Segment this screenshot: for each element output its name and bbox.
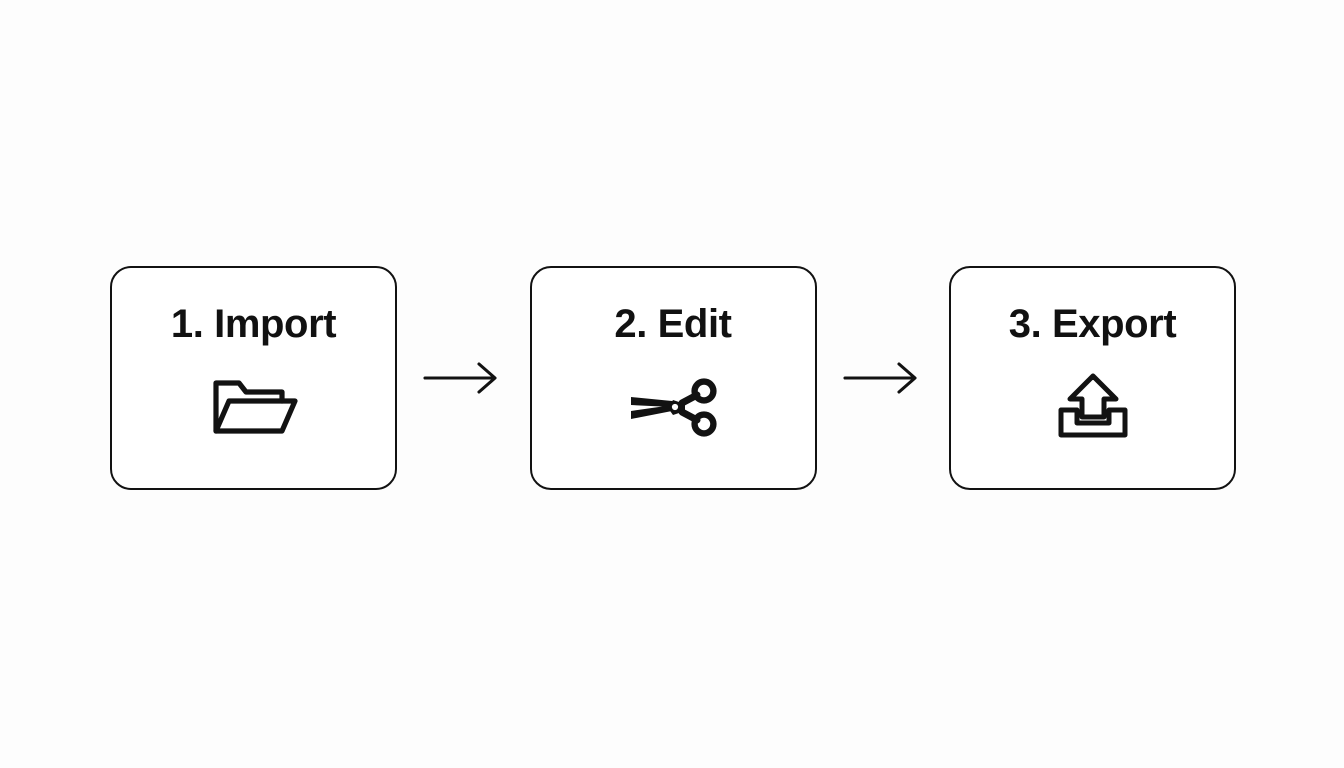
scissors-icon xyxy=(625,370,721,442)
step-label-edit: 2. Edit xyxy=(614,302,732,346)
connector-import-to-edit xyxy=(418,358,508,398)
step-card-edit[interactable]: 2. Edit xyxy=(529,266,817,490)
process-flow-row: 1. Import xyxy=(110,266,1236,490)
arrow-right-icon xyxy=(843,362,923,394)
step-card-export[interactable]: 3. Export xyxy=(949,266,1236,490)
open-folder-icon xyxy=(206,370,302,442)
step-label-export: 3. Export xyxy=(1008,302,1177,346)
step-card-import[interactable]: 1. Import xyxy=(110,266,397,490)
connector-edit-to-export xyxy=(838,358,928,398)
step-label-import: 1. Import xyxy=(170,302,337,346)
upload-tray-icon xyxy=(1045,370,1141,442)
arrow-right-icon xyxy=(423,362,503,394)
